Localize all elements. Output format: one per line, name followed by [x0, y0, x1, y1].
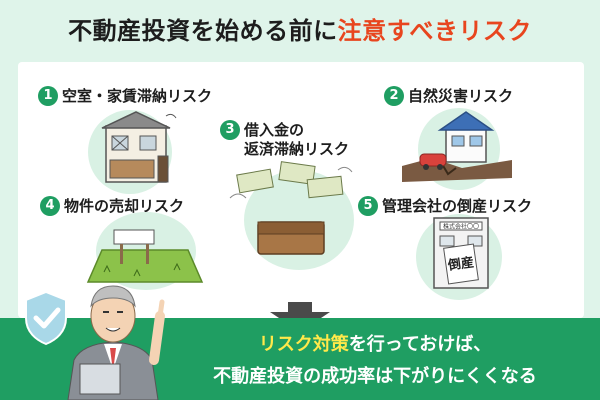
- title-accent: 注意すべきリスク: [337, 16, 532, 45]
- risk-5-text: 管理会社の倒産リスク: [382, 196, 533, 215]
- risk-2-text: 自然災害リスク: [408, 86, 514, 105]
- banner-line-2: 不動産投資の成功率は下がりにくくなる: [213, 366, 537, 387]
- risk-1-label: 1 空室・家賃滞納リスク: [38, 86, 212, 106]
- risk-1-number: 1: [38, 86, 58, 106]
- disaster-house-illustration: [402, 111, 512, 182]
- risk-2-label: 2 自然災害リスク: [384, 86, 513, 106]
- down-arrow-icon: [270, 302, 330, 332]
- money-wallet-illustration: [229, 161, 353, 255]
- banner-line-1-rest: を行っておけば、: [348, 334, 492, 355]
- risk-2-number: 2: [384, 86, 404, 106]
- banner-accent: リスク対策: [258, 334, 349, 355]
- bankruptcy-sign-text: 倒産: [446, 254, 475, 274]
- risk-3-text-line2: 返済滞納リスク: [244, 140, 350, 158]
- title-main: 不動産投資を始める前に: [68, 16, 338, 45]
- vacant-house-illustration: [101, 111, 177, 183]
- risk-3-number: 3: [220, 120, 240, 140]
- land-sign-illustration: [86, 229, 204, 283]
- risk-4-label: 4 物件の売却リスク: [40, 196, 184, 216]
- risk-5-number: 5: [358, 196, 378, 216]
- company-plate-text: 株式会社〇〇: [443, 223, 479, 231]
- risk-3-label: 3 借入金の 返済滞納リスク: [220, 120, 349, 159]
- page-title: 不動産投資を始める前に 注意すべきリスク: [8, 4, 592, 52]
- bankrupt-company-illustration: 株式会社〇〇 倒産: [433, 217, 489, 289]
- risk-5-label: 5 管理会社の倒産リスク: [358, 196, 532, 216]
- banner-line-1: リスク対策を行っておけば、: [160, 330, 590, 356]
- shield-check-icon: [25, 290, 67, 346]
- risk-1-text: 空室・家賃滞納リスク: [62, 86, 213, 105]
- businessman-illustration: [67, 285, 165, 400]
- risk-4-text: 物件の売却リスク: [64, 196, 185, 215]
- risk-3-text-line1: 借入金の: [244, 120, 305, 139]
- risk-4-number: 4: [40, 196, 60, 216]
